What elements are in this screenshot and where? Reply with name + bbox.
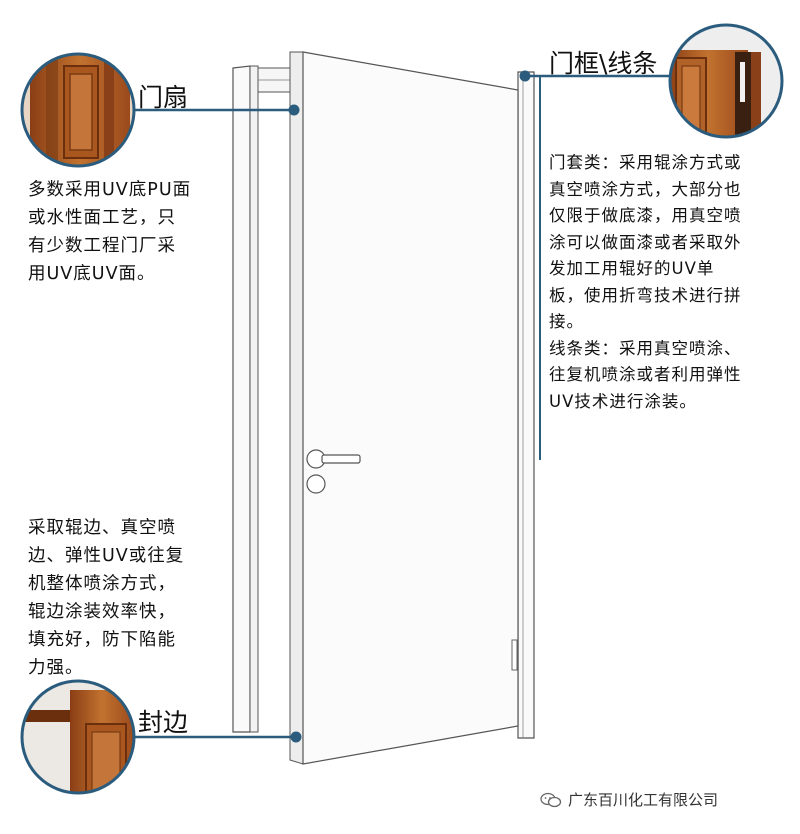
frame-detail-circle: [668, 23, 784, 139]
description-line: 辊边涂装效率快，: [28, 602, 176, 622]
description-line: 机整体喷涂方式，: [28, 574, 176, 594]
edge-seal-description: 采取辊边、真空喷 边、弹性UV或往复 机整体喷涂方式， 辊边涂装效率快， 填充好…: [28, 514, 238, 682]
description-line: 发加工用辊好的UV单: [549, 259, 715, 278]
wechat-icon: [540, 792, 562, 807]
description-line: 边、弹性UV或往复: [28, 546, 185, 566]
callout-lines: [134, 70, 670, 743]
description-line: 力强。: [28, 658, 84, 678]
description-line: 板，使用折弯技术进行拼: [549, 285, 742, 305]
description-line: 真空喷涂方式，大部分也: [549, 179, 742, 199]
edge-seal-label: 封边: [138, 708, 189, 737]
description-line: 或水性面工艺，只: [28, 208, 176, 228]
description-line: 门套类：采用辊涂方式或: [549, 153, 742, 172]
company-name: 广东百川化工有限公司: [568, 791, 719, 809]
description-line: UV技术进行涂装。: [549, 391, 697, 411]
door-leaf: [289, 51, 519, 765]
door-leaf-detail-circle: [20, 52, 136, 168]
description-line: 采取辊边、真空喷: [28, 518, 176, 538]
description-line: 多数采用UV底PU面: [28, 180, 192, 200]
door-frame: [232, 65, 535, 739]
description-line: 用UV底UV面。: [28, 264, 156, 284]
description-line: 涂可以做面漆或者采取外: [549, 232, 742, 252]
frame-lines-label: 门框\线条: [549, 49, 658, 78]
description-line: 填充好，防下陷能: [28, 630, 176, 650]
frame-lines-description: 门套类：采用辊涂方式或 真空喷涂方式，大部分也 仅限于做底漆，用真空喷 涂可以做…: [549, 150, 789, 415]
edge-detail-circle: [20, 679, 136, 795]
description-line: 往复机喷涂或者利用弹性: [549, 365, 742, 384]
description-line: 有少数工程门厂采: [28, 236, 176, 256]
door-leaf-description: 多数采用UV底PU面 或水性面工艺，只 有少数工程门厂采 用UV底UV面。: [28, 176, 238, 288]
description-line: 线条类：采用真空喷涂、: [549, 338, 742, 358]
description-line: 接。: [549, 312, 584, 331]
door-leaf-label: 门扇: [138, 83, 189, 112]
footer-watermark: 广东百川化工有限公司: [540, 789, 718, 810]
description-line: 仅限于做底漆，用真空喷: [549, 206, 742, 225]
